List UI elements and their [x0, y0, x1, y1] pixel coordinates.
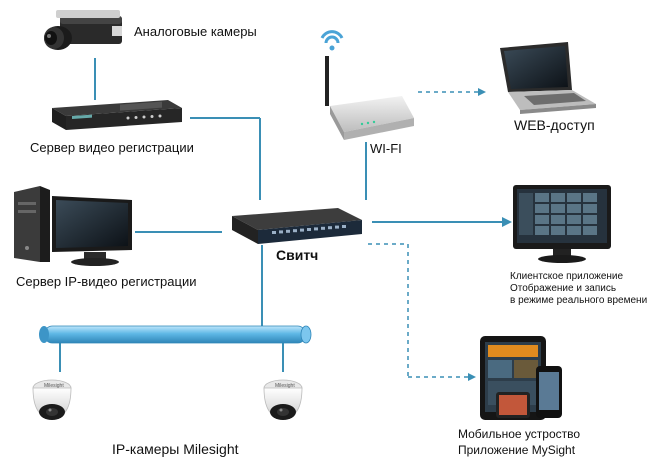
ip-camera-right-icon	[263, 379, 303, 420]
dashed-links	[368, 91, 478, 378]
switch-icon	[232, 208, 362, 244]
client-monitor-icon	[513, 185, 611, 263]
analog-camera-icon	[44, 10, 122, 50]
ip-camera-left-icon	[32, 379, 72, 420]
client-link	[372, 217, 512, 227]
ip-cameras-label: IP-камеры Milesight	[112, 441, 239, 457]
mobile-line-1: Мобильное устроство	[458, 427, 581, 441]
client-app-line-2: Отображение и запись	[510, 283, 617, 294]
camera-logo-right: Milesight	[275, 383, 295, 389]
arrow-mobile	[468, 373, 476, 381]
mobile-devices-icon	[480, 336, 562, 420]
connection-lines	[59, 58, 367, 372]
client-app-line-1: Клиентское приложение	[510, 271, 624, 282]
web-access-label: WEB-доступ	[514, 117, 595, 133]
switch-label: Свитч	[276, 247, 319, 263]
network-pipe	[39, 325, 312, 344]
arrow-web	[478, 88, 486, 96]
laptop-icon	[500, 42, 596, 114]
wifi-router-icon	[320, 30, 414, 140]
nvr-computer-icon	[14, 186, 132, 266]
dvr-label: Сервер видео регистрации	[30, 140, 194, 155]
dvr-icon	[52, 100, 182, 130]
nvr-label: Сервер IP-видео регистрации	[16, 274, 197, 289]
mobile-line-2: Приложение MySight	[458, 443, 576, 457]
wifi-label: WI-FI	[370, 141, 402, 156]
camera-logo-left: Milesight	[44, 383, 64, 389]
client-app-line-3: в режиме реального времени	[510, 295, 647, 306]
analog-cameras-label: Аналоговые камеры	[134, 24, 257, 39]
